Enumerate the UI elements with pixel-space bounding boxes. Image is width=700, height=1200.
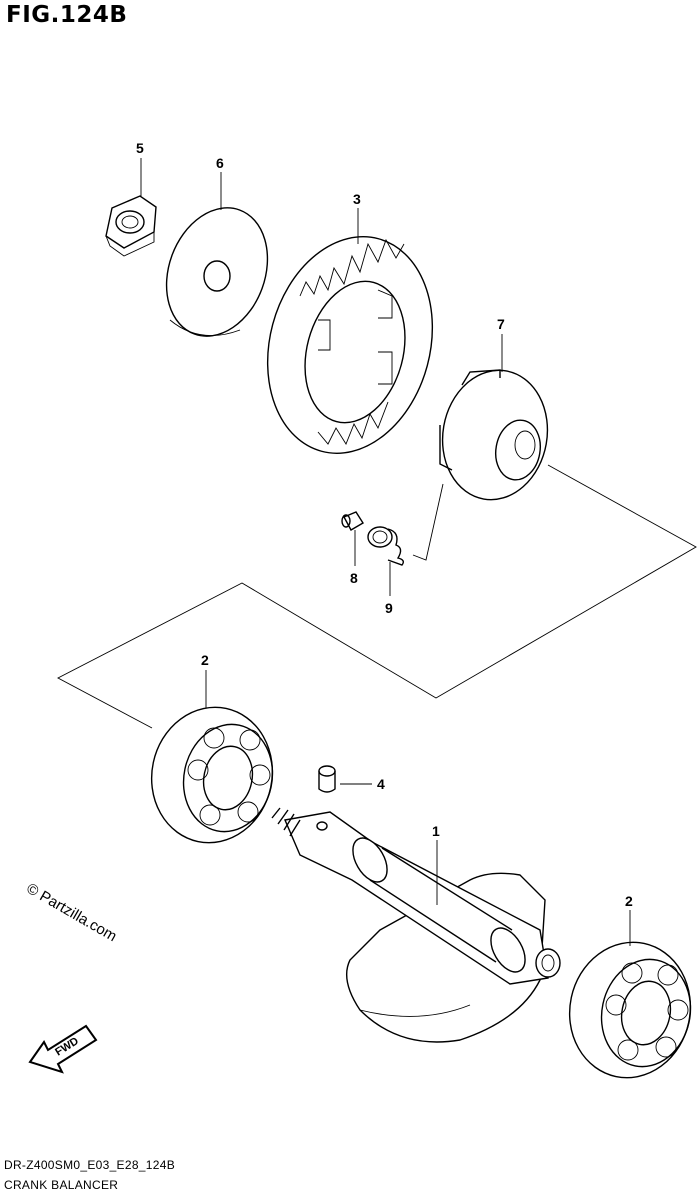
part-5-nut bbox=[105, 195, 157, 257]
part-1-balancer-shaft bbox=[271, 807, 561, 1043]
part-6-washer bbox=[165, 207, 269, 337]
callout-4: 4 bbox=[377, 776, 385, 792]
figure-caption: CRANK BALANCER bbox=[4, 1178, 119, 1192]
callout-6: 6 bbox=[216, 155, 224, 171]
callout-7: 7 bbox=[497, 316, 505, 332]
assembly-outline bbox=[57, 464, 697, 729]
part-2-bearing-right bbox=[568, 941, 692, 1079]
callout-9: 9 bbox=[385, 600, 393, 616]
callout-2-right: 2 bbox=[625, 893, 633, 909]
part-8-pin bbox=[341, 511, 364, 531]
fwd-arrow-icon: FWD bbox=[28, 1024, 98, 1074]
callout-2-left: 2 bbox=[201, 652, 209, 668]
part-2-bearing-left bbox=[150, 706, 274, 844]
figure-title: FIG.124B bbox=[6, 2, 128, 28]
callout-3: 3 bbox=[353, 191, 361, 207]
callout-5: 5 bbox=[136, 140, 144, 156]
figure-code: DR-Z400SM0_E03_E28_124B bbox=[4, 1158, 176, 1172]
callout-1: 1 bbox=[432, 823, 440, 839]
part-4-dowel bbox=[318, 765, 336, 793]
part-3-gear bbox=[266, 236, 434, 454]
part-9-spring bbox=[367, 526, 405, 566]
part-7-damper bbox=[439, 369, 549, 501]
callout-8: 8 bbox=[350, 570, 358, 586]
